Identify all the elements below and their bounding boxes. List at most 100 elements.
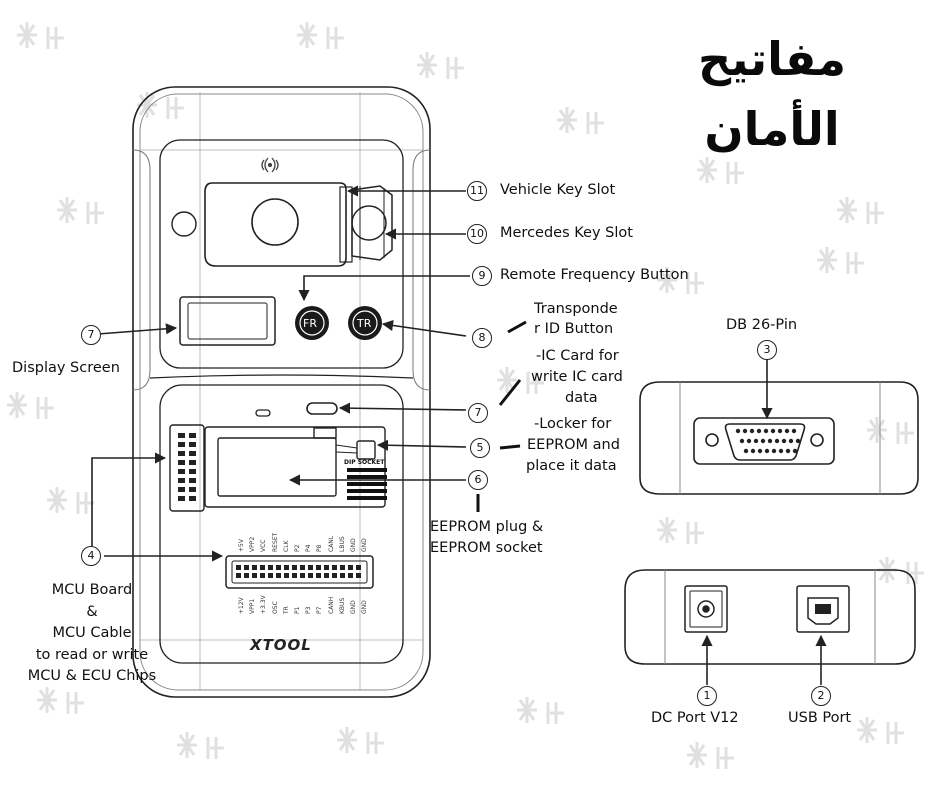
pin-label: P3 [305,606,313,614]
rfid-waves-icon [261,157,279,173]
db26-pin [778,448,784,454]
usb-port [796,585,850,633]
mcu-pin [292,573,297,578]
mcu-pin [348,565,353,570]
db26-pin [771,448,777,454]
label-locker-line3: place it data [526,458,617,474]
watermark [7,22,924,769]
label-remote-frequency-button: Remote Frequency Button [500,267,689,283]
mcu-pin [340,565,345,570]
db26-pin [756,428,762,434]
db26-pin [749,428,755,434]
db26-pin [795,438,801,444]
label-mcu-line2: & [86,604,98,620]
mcu-pin [236,573,241,578]
label-locker-line1: -Locker for [534,416,612,432]
mcu-pin [332,573,337,578]
label-ic-card-line2: write IC card [531,369,623,385]
pin-label: CANL [327,535,335,552]
leader-lines [91,185,827,685]
side-hole-upper [171,211,197,237]
mcu-pin [268,565,273,570]
db26-pin [791,428,797,434]
callout-9: 9 [472,266,492,286]
db26-pin [757,448,763,454]
pin-label: RESET [271,532,279,552]
db26-pin [767,438,773,444]
label-transponder-line1: Transponde [534,301,618,317]
pin-label: LBUS [338,536,346,552]
small-led [255,409,271,417]
mcu-pin [356,573,361,578]
label-ic-card-line3: data [565,390,598,406]
tr-button [348,306,382,340]
label-db26: DB 26-Pin [726,317,798,333]
callout-5: 5 [470,438,490,458]
db26-pin [760,438,766,444]
mcu-pin [284,573,289,578]
mercedes-key-slot [351,185,393,261]
pin-label: CLK [282,540,290,552]
fr-button-label: FR [303,317,317,330]
callout-2: 2 [811,686,831,706]
callout-1: 1 [697,686,717,706]
db26-pin [777,428,783,434]
db26-pin [784,428,790,434]
label-mcu-line3: MCU Cable [52,625,132,641]
mcu-pin [236,565,241,570]
label-eeprom-line2: EEPROM socket [430,540,543,556]
brand-logo-text: مفاتيح الأمان [697,32,847,156]
pin-label: GND [361,600,369,614]
pin-label: VPP1 [249,598,257,614]
pin-label: KBUS [338,597,346,614]
db26-pin [735,428,741,434]
db26-pin [788,438,794,444]
db26-pin [770,428,776,434]
pin-label: TR [282,606,290,614]
callout-6: 6 [468,470,488,490]
mcu-pin [300,565,305,570]
display-screen [179,296,276,346]
mcu-pin [332,565,337,570]
db26-pin [764,448,770,454]
mcu-cable-connector [225,555,374,589]
pin-label: CANH [327,596,335,614]
mcu-pin [308,573,313,578]
label-usb-port: USB Port [788,710,852,726]
mcu-pin [260,573,265,578]
pin-label: GND [361,538,369,552]
db26-pin [753,438,759,444]
db26-pin [742,428,748,434]
mcu-pin [284,565,289,570]
eeprom-socket [204,426,386,508]
brand-logo: مفاتيح الأمان [626,24,918,156]
label-ic-card-line1: -IC Card for [536,348,619,364]
vehicle-key-slot [204,182,353,267]
pin-label: P4 [305,544,313,552]
db26-pin [785,448,791,454]
mcu-pin [348,573,353,578]
callout-10: 10 [467,224,487,244]
callout-3: 3 [757,340,777,360]
pin-label: P1 [294,606,301,614]
label-mercedes-key-slot: Mercedes Key Slot [500,225,633,241]
mcu-pin [292,565,297,570]
db26-pin [743,448,749,454]
mcu-pin [252,573,257,578]
pin-label: GND [350,600,357,614]
mcu-pin [244,573,249,578]
mcu-pin [276,565,281,570]
pin-label: P8 [316,544,324,552]
callout-7-display: 7 [81,325,101,345]
label-display-screen: Display Screen [12,360,120,376]
label-eeprom-line1: EEPROM plug & [430,519,544,535]
mcu-pin [244,565,249,570]
mcu-pin [316,573,321,578]
callout-4: 4 [81,546,101,566]
mcu-pin [300,573,305,578]
db26-pin [781,438,787,444]
label-dc-port: DC Port V12 [651,710,739,726]
fr-button [295,306,329,340]
label-mcu-line4: to read or write [35,647,149,663]
